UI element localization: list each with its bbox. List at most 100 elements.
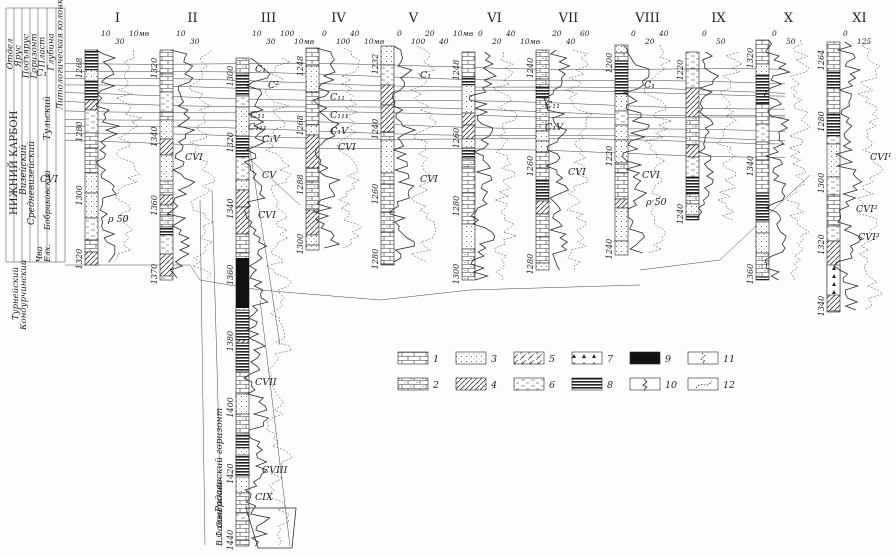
depth-label: 1320 xyxy=(817,234,826,254)
bed-label: CVI³ xyxy=(858,232,880,243)
lithology-segment xyxy=(380,131,395,141)
well-log-curve xyxy=(564,49,593,271)
bed-label: C² xyxy=(268,80,279,91)
correlation-line xyxy=(64,126,786,142)
legend-swatch xyxy=(571,377,603,391)
lithology-segment xyxy=(235,73,250,97)
legend-item-5: 5 xyxy=(513,351,555,365)
lithology-segment xyxy=(685,214,700,221)
lithology-segment xyxy=(535,49,550,80)
correlation-line xyxy=(64,119,786,132)
lithology-segment xyxy=(755,159,770,194)
header-label: Глубина xyxy=(46,33,57,71)
lithology-segment xyxy=(235,309,250,341)
well-log-curve xyxy=(264,57,293,547)
lithology-segment xyxy=(305,47,320,67)
lithology-segment xyxy=(461,124,476,140)
lithology-segment xyxy=(84,192,99,219)
bed-label: C₁V xyxy=(330,126,349,137)
lithology-segment xyxy=(159,204,174,216)
depth-label: 1220 xyxy=(676,60,685,80)
bed-label: ρ 50 xyxy=(107,214,129,225)
correlation-line xyxy=(64,84,786,97)
log-scale-label: 50 xyxy=(786,37,796,46)
lithology-segment xyxy=(826,264,841,296)
lithology-segment xyxy=(380,64,395,86)
depth-label: 1280 xyxy=(75,121,84,141)
depth-label: 1440 xyxy=(226,530,235,550)
bed-label: CVI xyxy=(642,170,660,181)
lithology-segment xyxy=(236,258,249,308)
lithology-segment xyxy=(159,73,174,93)
header-label: Пласт xyxy=(38,37,48,69)
bed-label: CVIII xyxy=(262,465,288,476)
lithology-segment xyxy=(84,99,99,111)
legend-swatch xyxy=(629,351,661,365)
legend-item-10: 10 xyxy=(629,377,677,391)
division-otdel: НИЖНИЙ КАРБОН xyxy=(8,110,20,215)
well-log-curve xyxy=(622,44,650,254)
bed-label: C₁₁ xyxy=(545,100,560,111)
lithology-segment xyxy=(84,239,99,253)
depth-label: 1300 xyxy=(75,185,84,205)
lithology-segment xyxy=(235,433,250,449)
well-III: III103010010мв13001320134013601380140014… xyxy=(226,11,315,550)
log-scale-label: 100 xyxy=(280,29,295,38)
lithology-segment xyxy=(685,156,700,178)
log-scale-label: 30 xyxy=(266,37,276,46)
depth-label: 1360 xyxy=(226,265,235,285)
lithology-segment xyxy=(685,87,700,118)
lithology-segment xyxy=(235,520,250,541)
lithology-segment xyxy=(84,109,99,134)
lithology-segment xyxy=(380,231,395,265)
log-scale-label: 20 xyxy=(551,29,562,38)
lithology-segment xyxy=(305,244,320,251)
lithology-segment xyxy=(755,74,770,105)
bed-label: CVI xyxy=(338,142,356,153)
lithology-segment xyxy=(235,371,250,395)
lithology-segment xyxy=(755,232,770,254)
depth-label: 1248 xyxy=(296,56,305,76)
legend-item-6: 6 xyxy=(513,377,555,391)
correlation-line xyxy=(249,149,281,346)
depth-label: 1420 xyxy=(226,464,235,484)
well-number: II xyxy=(187,11,197,26)
bed-label: CVI¹ xyxy=(870,152,892,163)
log-scale-label: 0 xyxy=(772,29,777,38)
depth-label: 1340 xyxy=(150,126,159,146)
well-log-curve xyxy=(856,41,884,311)
lithology-segment xyxy=(235,413,250,435)
depth-label: 1370 xyxy=(150,264,159,284)
lithology-segment xyxy=(84,80,99,101)
legend-item-7: 7 xyxy=(571,351,614,365)
header-label: Подъярус xyxy=(22,34,32,80)
well-log-curve xyxy=(763,39,791,281)
depth-label: 1320 xyxy=(226,132,235,152)
depth-label: 1240 xyxy=(526,58,535,78)
well-log-curve xyxy=(312,47,341,249)
lithology-segment xyxy=(305,65,320,93)
lithology-segment xyxy=(305,134,320,169)
depth-label: 1280 xyxy=(526,254,535,274)
well-log-curve xyxy=(243,57,271,547)
depth-label: 1260 xyxy=(452,128,461,148)
well-log-curve xyxy=(189,49,215,279)
legend-number: 11 xyxy=(723,354,735,365)
lithology-segment xyxy=(755,123,770,143)
log-scale-label: 40 xyxy=(349,29,360,38)
lithology-segment xyxy=(235,342,250,373)
lithology-segment xyxy=(235,95,250,108)
depth-label: 1264 xyxy=(817,50,826,70)
depth-label: 1280 xyxy=(452,196,461,216)
lithology-segment xyxy=(159,226,174,236)
lithology-segment xyxy=(305,181,320,211)
depth-label: 1300 xyxy=(226,66,235,86)
lithology-segment xyxy=(305,209,320,236)
lithology-segment xyxy=(84,251,99,266)
lithology-segment xyxy=(159,214,174,228)
lithology-segment xyxy=(380,104,395,133)
